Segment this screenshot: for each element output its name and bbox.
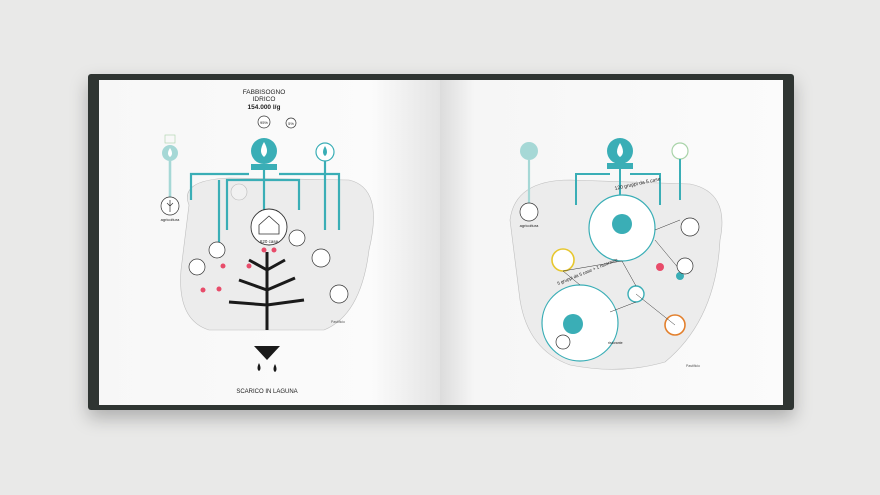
yellow-node <box>551 248 575 272</box>
water-source-right-icon <box>315 142 335 162</box>
pct-b-circle <box>285 117 297 129</box>
label-houses: 620 case <box>260 239 279 244</box>
house-icon <box>258 215 280 235</box>
shell-icon <box>680 217 700 237</box>
gear-icon <box>612 214 632 234</box>
title-line1: FABBISOGNO <box>243 89 286 96</box>
consumer-icon <box>188 258 206 276</box>
signature: Pastificio <box>686 364 700 368</box>
pct-b: 5% <box>288 121 294 126</box>
label-agriculture: agricoltura <box>161 217 180 222</box>
consumer-icon <box>555 334 571 350</box>
water-source-left-icon <box>520 142 538 160</box>
industry-icon <box>288 229 306 247</box>
consumer-icon <box>208 241 226 259</box>
title-line2: IDRICO <box>253 96 276 103</box>
houses-node <box>250 208 288 246</box>
discharge-arrow-icon <box>254 346 280 360</box>
drain-tree <box>228 252 305 330</box>
water-source-right-icon <box>671 142 689 160</box>
fish-icon <box>676 257 694 275</box>
label-restaurant: ristorante <box>608 341 623 345</box>
left-page: FABBISOGNO IDRICO 154.000 l/g 95% 5% <box>99 80 440 405</box>
left-infographic: FABBISOGNO IDRICO 154.000 l/g 95% 5% <box>160 89 374 395</box>
shell-icon <box>311 248 331 268</box>
title-value: 154.000 l/g <box>248 104 281 111</box>
right-page: agricoltura 120 gruppi da 5 case 5 grupp… <box>440 80 783 405</box>
gear-icon <box>563 314 583 334</box>
light-house-icon <box>230 183 248 201</box>
agriculture-icon <box>519 202 539 222</box>
pct-a: 95% <box>260 120 268 125</box>
pink-drops-icon <box>200 247 277 293</box>
label-agriculture: agricoltura <box>520 223 539 228</box>
fish-icon <box>329 284 349 304</box>
signature: Pastificio <box>331 320 345 324</box>
water-source-left-icon <box>162 134 178 161</box>
pct-a-circle <box>257 115 271 129</box>
label-discharge: SCARICO IN LAGUNA <box>236 389 297 395</box>
water-source-main-icon <box>251 138 277 170</box>
right-infographic: agricoltura 120 gruppi da 5 case 5 grupp… <box>509 138 723 370</box>
